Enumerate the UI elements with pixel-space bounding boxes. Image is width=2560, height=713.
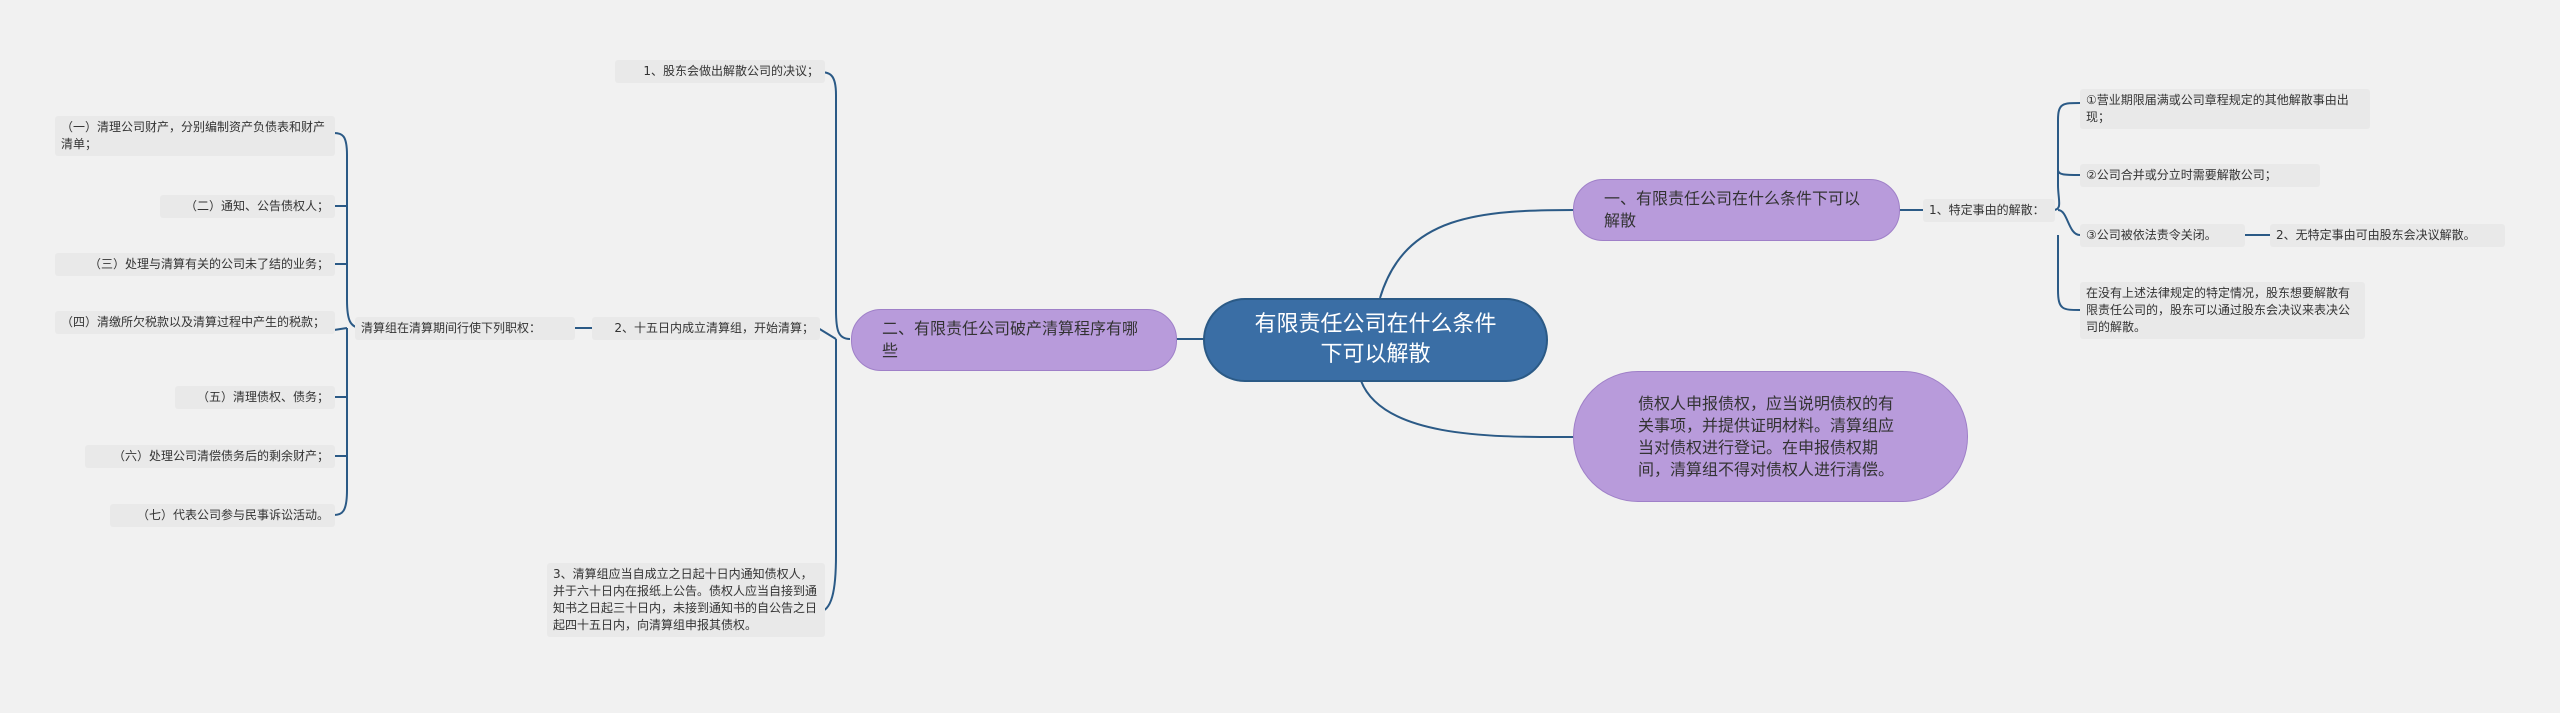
powers-label-text: 清算组在清算期间行使下列职权： [361,321,542,335]
branch-liquidation-procedure[interactable]: 二、有限责任公司破产清算程序有哪些 [851,309,1177,371]
power-item-3[interactable]: （三）处理与清算有关的公司未了结的业务； [55,253,335,276]
edge-cause-bracket [2052,102,2081,311]
powers-label[interactable]: 清算组在清算期间行使下列职权： [355,317,575,340]
branch-creditor-claims[interactable]: 债权人申报债权，应当说明债权的有关事项，并提供证明材料。清算组应当对债权进行登记… [1573,371,1968,502]
power-item-6-text: （六）处理公司清偿债务后的剩余财产； [112,449,329,463]
step-3-text: 3、清算组应当自成立之日起十日内通知债权人，并于六十日内在报纸上公告。债权人应当… [553,567,818,632]
step-2-text: 2、十五日内成立清算组，开始清算； [614,321,814,335]
cause-item-4-text: 在没有上述法律规定的特定情况，股东想要解散有限责任公司的，股东可以通过股东会决议… [2086,286,2351,334]
edge-root-b2 [1359,377,1576,439]
branch-2-label: 债权人申报债权，应当说明债权的有关事项，并提供证明材料。清算组应当对债权进行登记… [1638,393,1895,479]
step-3[interactable]: 3、清算组应当自成立之日起十日内通知债权人，并于六十日内在报纸上公告。债权人应当… [547,563,825,637]
branch-3-label: 二、有限责任公司破产清算程序有哪些 [882,319,1139,360]
power-item-3-text: （三）处理与清算有关的公司未了结的业务； [88,257,329,271]
root-topic[interactable]: 有限责任公司在什么条件下可以解散 [1203,298,1548,382]
cause-item-1-text: ①营业期限届满或公司章程规定的其他解散事由出现； [2086,93,2349,124]
power-item-1-text: （一）清理公司财产，分别编制资产负债表和财产清单； [61,120,326,151]
branch-1-label: 一、有限责任公司在什么条件下可以解散 [1604,189,1861,230]
cause-item-4[interactable]: 在没有上述法律规定的特定情况，股东想要解散有限责任公司的，股东可以通过股东会决议… [2080,282,2365,339]
edge-b3-bracket [817,71,851,613]
step-1[interactable]: 1、股东会做出解散公司的决议； [615,60,825,83]
power-item-4-text: （四）清缴所欠税款以及清算过程中产生的税款； [61,315,326,329]
cause-item-2[interactable]: ②公司合并或分立时需要解散公司； [2080,164,2320,187]
power-item-7-text: （七）代表公司参与民事诉讼活动。 [136,508,329,522]
root-title: 有限责任公司在什么条件下可以解散 [1254,312,1497,367]
power-item-2[interactable]: （二）通知、公告债权人； [160,195,335,218]
cause-label-text: 1、特定事由的解散： [1929,203,2045,217]
cause-item-3[interactable]: ③公司被依法责令关闭。 [2080,224,2245,247]
power-item-5-text: （五）清理债权、债务； [196,390,329,404]
cause-item-2-text: ②公司合并或分立时需要解散公司； [2086,168,2277,182]
cause-item-1[interactable]: ①营业期限届满或公司章程规定的其他解散事由出现； [2080,89,2370,129]
step-1-text: 1、股东会做出解散公司的决议； [643,64,819,78]
power-item-4[interactable]: （四）清缴所欠税款以及清算过程中产生的税款； [55,311,335,334]
power-item-2-text: （二）通知、公告债权人； [184,199,329,213]
power-item-6[interactable]: （六）处理公司清偿债务后的剩余财产； [85,445,335,468]
edge-powers-bracket [333,132,363,516]
power-item-5[interactable]: （五）清理债权、债务； [175,386,335,409]
cause-item-3-text: ③公司被依法责令关闭。 [2086,228,2217,242]
power-item-7[interactable]: （七）代表公司参与民事诉讼活动。 [110,504,335,527]
branch-dissolution-conditions[interactable]: 一、有限责任公司在什么条件下可以解散 [1573,179,1900,241]
non-cause-item[interactable]: 2、无特定事由可由股东会决议解散。 [2270,224,2505,247]
edge-root-b1 [1379,209,1576,299]
step-2[interactable]: 2、十五日内成立清算组，开始清算； [592,317,820,340]
non-cause-item-text: 2、无特定事由可由股东会决议解散。 [2276,228,2476,242]
cause-label[interactable]: 1、特定事由的解散： [1923,199,2055,222]
power-item-1[interactable]: （一）清理公司财产，分别编制资产负债表和财产清单； [55,116,335,156]
